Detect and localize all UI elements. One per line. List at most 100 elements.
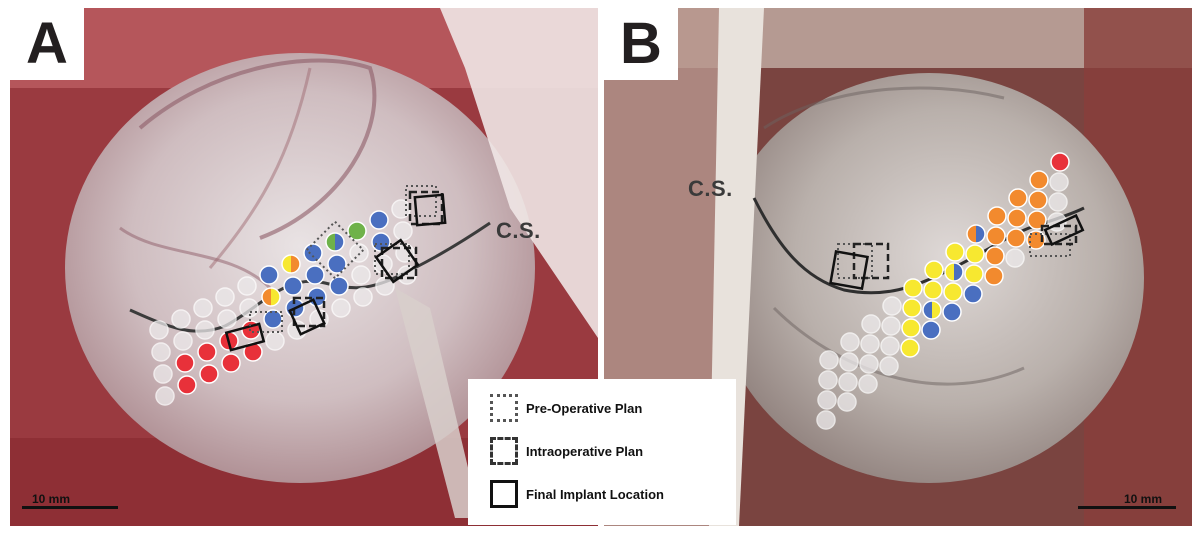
electrode-dot (369, 210, 389, 230)
electrode-dot (1005, 248, 1025, 268)
electrode-dot (259, 265, 279, 285)
panel-b: B C.S. 10 mm (604, 8, 1192, 526)
implant-markers-b (829, 213, 1085, 290)
electrode-dot (193, 298, 213, 318)
electrode-dot (924, 260, 944, 280)
electrode-dot (215, 287, 235, 307)
electrode-dot (901, 318, 921, 338)
legend-label: Intraoperative Plan (526, 443, 644, 459)
instrument (395, 288, 480, 518)
panel-b-sulcus-label: C.S. (688, 176, 733, 201)
electrode-dot (882, 296, 902, 316)
electrode-dot (199, 364, 219, 384)
dotted-square-icon (490, 394, 518, 422)
electrode-dot (921, 320, 941, 340)
panel-a-scale-bar (22, 506, 118, 509)
electrode-dot (984, 266, 1004, 286)
electrode-dot (1027, 210, 1047, 230)
electrode-dot (1050, 152, 1070, 172)
electrode-dot (860, 334, 880, 354)
electrode-dot (325, 232, 345, 252)
electrode-dot (283, 276, 303, 296)
electrode-dot (221, 353, 241, 373)
electrode-dot (964, 264, 984, 284)
panel-a-photo (10, 8, 598, 526)
legend-item-intraoperative: Intraoperative Plan (490, 436, 643, 466)
electrode-dot (880, 336, 900, 356)
panel-a: A C.S. 10 mm (10, 8, 598, 526)
electrode-dot (903, 278, 923, 298)
implant-markers-a (224, 185, 447, 352)
panel-a-sulcus-label: C.S. (496, 218, 541, 243)
legend-label: Final Implant Location (526, 486, 664, 502)
electrode-dot (393, 221, 413, 241)
electrode-dot (331, 298, 351, 318)
electrode-dot (1049, 172, 1069, 192)
electrode-dot (353, 287, 373, 307)
dashed-square-icon (490, 437, 518, 465)
electrode-dot (986, 226, 1006, 246)
electrode-dot (965, 244, 985, 264)
electrode-dot (261, 287, 281, 307)
panel-b-photo (604, 8, 1192, 526)
electrode-dot (197, 342, 217, 362)
electrode-dot (818, 370, 838, 390)
electrode-dot (839, 352, 859, 372)
electrode-dot (153, 364, 173, 384)
electrode-dot (305, 265, 325, 285)
electrode-dot (1007, 208, 1027, 228)
solid-square-icon (490, 480, 518, 508)
electrode-dot (819, 350, 839, 370)
electrode-dot (859, 354, 879, 374)
electrode-dot (817, 390, 837, 410)
electrode-dot (263, 309, 283, 329)
electrode-dot (923, 280, 943, 300)
panel-b-scale-bar (1078, 506, 1176, 509)
retractor-cloth (440, 8, 598, 338)
electrode-dot (858, 374, 878, 394)
electrode-dot (987, 206, 1007, 226)
electrode-dot (173, 331, 193, 351)
legend-label: Pre-Operative Plan (526, 400, 643, 416)
electrode-dot (861, 314, 881, 334)
legend-item-final: Final Implant Location (490, 479, 664, 509)
electrode-dot (879, 356, 899, 376)
electrode-dot (177, 375, 197, 395)
electrode-dot (175, 353, 195, 373)
brain-surface (65, 53, 535, 483)
electrode-dot (151, 342, 171, 362)
electrode-dot (881, 316, 901, 336)
electrode-dot (1026, 230, 1046, 250)
electrode-dot (816, 410, 836, 430)
electrode-dot (837, 392, 857, 412)
electrode-dot (1006, 228, 1026, 248)
electrode-dot (1048, 192, 1068, 212)
panel-b-letter: B (604, 8, 678, 80)
electrode-dot (327, 254, 347, 274)
electrode-dot (985, 246, 1005, 266)
electrode-dot (155, 386, 175, 406)
electrode-dot (1028, 190, 1048, 210)
electrode-dot (840, 332, 860, 352)
electrode-dot (329, 276, 349, 296)
electrode-dot (237, 276, 257, 296)
electrode-dot (281, 254, 301, 274)
electrode-dot (963, 284, 983, 304)
electrode-dot (1029, 170, 1049, 190)
electrode-dot (149, 320, 169, 340)
legend: Pre-Operative Plan Intraoperative Plan F… (468, 379, 736, 525)
electrode-dot (966, 224, 986, 244)
legend-item-preoperative: Pre-Operative Plan (490, 393, 642, 423)
electrode-dot (1008, 188, 1028, 208)
electrode-dot (943, 282, 963, 302)
electrode-dot (265, 331, 285, 351)
electrode-dot (303, 243, 323, 263)
panel-a-letter: A (10, 8, 84, 80)
panel-b-scale-label: 10 mm (1124, 492, 1163, 506)
electrode-dot (902, 298, 922, 318)
electrode-dot (239, 298, 259, 318)
electrode-dot (944, 262, 964, 282)
electrode-dot (171, 309, 191, 329)
electrode-dot (391, 199, 411, 219)
electrode-dot (900, 338, 920, 358)
